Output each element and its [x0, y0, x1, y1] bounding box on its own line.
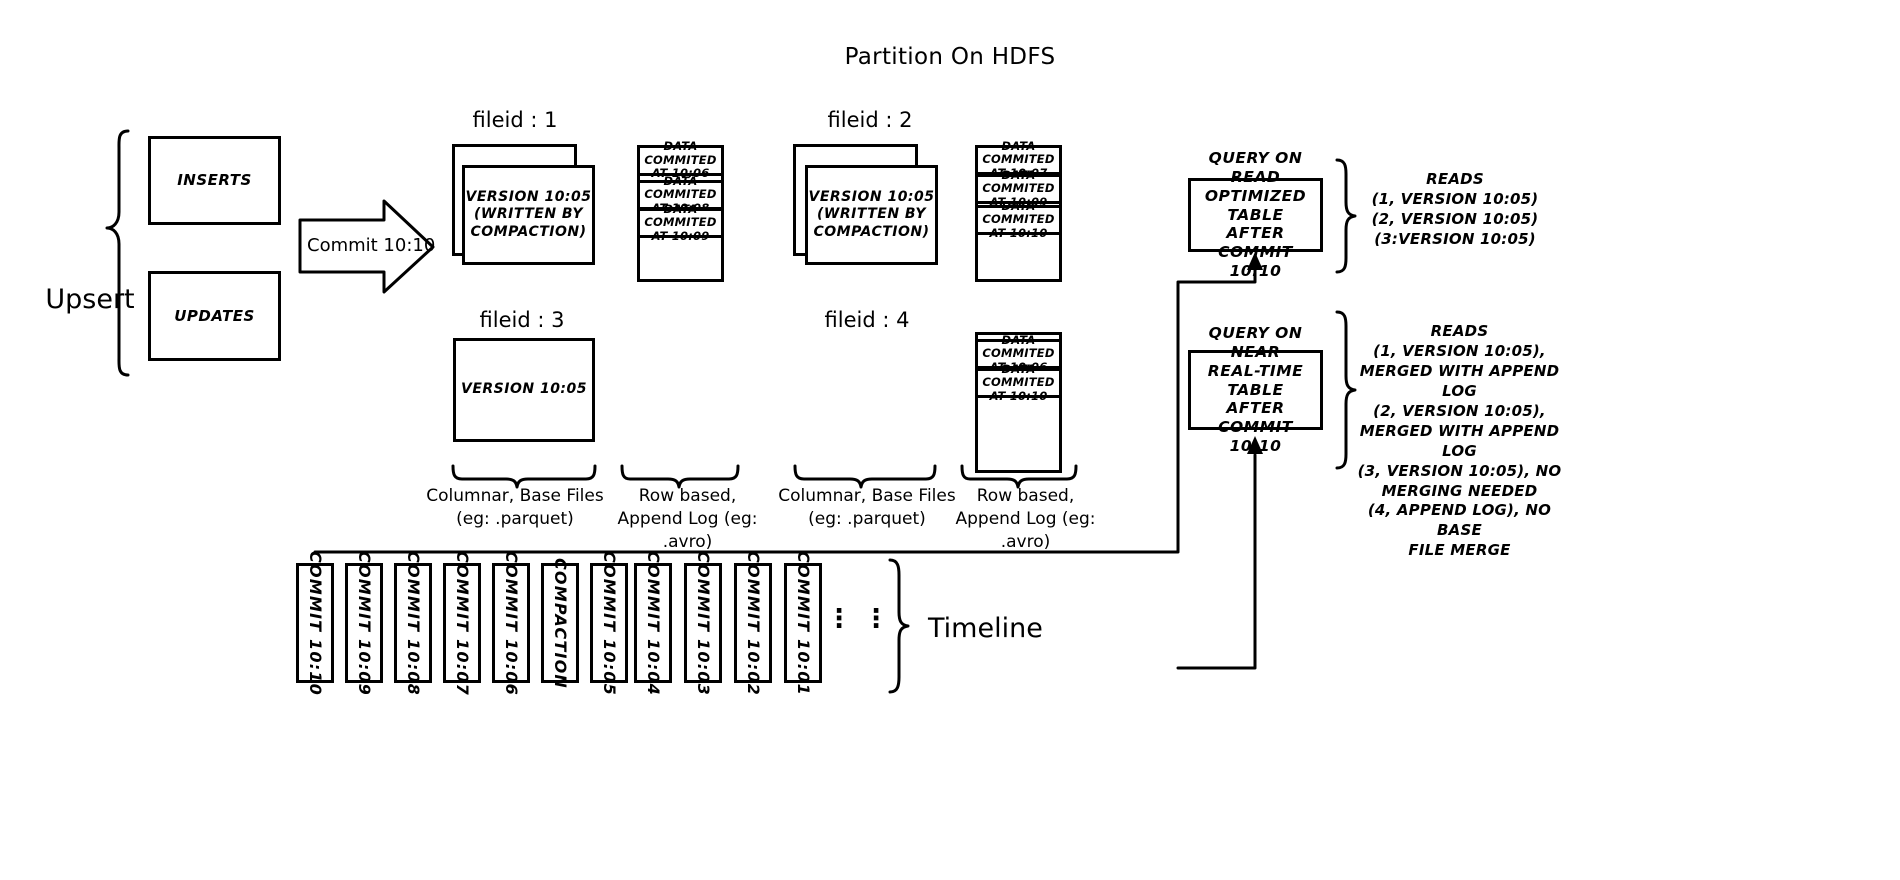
brace-rowlog-left — [620, 464, 740, 489]
connector-timeline-to-near-real-time — [1176, 453, 1257, 670]
timeline-chip-10[interactable]: COMMIT 10:01 — [784, 551, 822, 695]
upsert-label: Upsert — [45, 284, 135, 315]
fileid-3-base-file: VERSION 10:05 — [453, 338, 595, 442]
page-title: Partition On HDFS — [844, 44, 1056, 70]
caption-rowlog-left: Row based, Append Log (eg: .avro) — [617, 486, 758, 552]
fileid-1-label: fileid : 1 — [472, 108, 558, 132]
fileid-1-base-file: VERSION 10:05 (WRITTEN BY COMPACTION) — [462, 165, 595, 265]
brace-reads-read-optimized — [1335, 158, 1357, 274]
reads-read-optimized: READS (1, VERSION 10:05) (2, VERSION 10:… — [1371, 170, 1539, 248]
fileid-1-log-entry-0: DATA COMMITED AT 10:06 — [637, 139, 724, 180]
brace-columnar-left — [451, 464, 597, 489]
inserts-box: INSERTS — [148, 136, 281, 225]
fileid-4-label: fileid : 4 — [824, 308, 910, 332]
query-read-optimized-box[interactable]: QUERY ON READ OPTIMIZED TABLE AFTER COMM… — [1188, 149, 1323, 280]
timeline-chip-8[interactable]: COMMIT 10:03 — [684, 551, 722, 695]
timeline-ellipsis-1: ⋮ — [826, 604, 852, 634]
caption-columnar-right: Columnar, Base Files (eg: .parquet) — [778, 486, 956, 529]
fileid-2-log-entry-1: DATA COMMITED AT 10:09 — [975, 168, 1062, 209]
timeline-chip-3[interactable]: COMMIT 10:07 — [443, 551, 481, 695]
timeline-chip-9[interactable]: COMMIT 10:02 — [734, 551, 772, 695]
fileid-2-base-file-text: VERSION 10:05 (WRITTEN BY COMPACTION) — [808, 189, 935, 240]
fileid-3-base-file-text: VERSION 10:05 — [460, 381, 588, 398]
brace-timeline — [888, 558, 910, 694]
fileid-4-log-entry-1: DATA COMMITED AT 10:10 — [975, 362, 1062, 403]
caption-columnar-left: Columnar, Base Files (eg: .parquet) — [426, 486, 604, 529]
fileid-2-log-entry-2: DATA COMMITED AT 10:10 — [975, 199, 1062, 240]
caption-rowlog-right: Row based, Append Log (eg: .avro) — [955, 486, 1096, 552]
fileid-1-log-entry-2: DATA COMMITED AT 10:09 — [637, 202, 724, 243]
query-near-real-time-box[interactable]: QUERY ON NEAR REAL-TIME TABLE AFTER COMM… — [1188, 324, 1323, 455]
reads-near-real-time: READS (1, VERSION 10:05), MERGED WITH AP… — [1357, 322, 1562, 560]
timeline-chip-5[interactable]: COMPACTION — [541, 557, 579, 689]
fileid-3-label: fileid : 3 — [479, 308, 565, 332]
upsert-brace — [105, 129, 130, 377]
timeline-ellipsis-2: ⋮ — [863, 604, 889, 634]
timeline-chip-2[interactable]: COMMIT 10:08 — [394, 551, 432, 695]
timeline-chip-7[interactable]: COMMIT 10:04 — [634, 551, 672, 695]
timeline-label: Timeline — [928, 613, 1043, 644]
fileid-2-base-file: VERSION 10:05 (WRITTEN BY COMPACTION) — [805, 165, 938, 265]
commit-arrow-label: Commit 10:10 — [307, 235, 436, 256]
inserts-label: INSERTS — [177, 171, 252, 190]
timeline-chip-1[interactable]: COMMIT 10:09 — [345, 551, 383, 695]
updates-box: UPDATES — [148, 271, 281, 361]
timeline-chip-4[interactable]: COMMIT 10:06 — [492, 551, 530, 695]
fileid-1-base-file-text: VERSION 10:05 (WRITTEN BY COMPACTION) — [465, 189, 592, 240]
fileid-2-label: fileid : 2 — [827, 108, 913, 132]
timeline-chip-6[interactable]: COMMIT 10:05 — [590, 551, 628, 695]
brace-columnar-right — [793, 464, 937, 489]
timeline-chip-0[interactable]: COMMIT 10:10 — [296, 551, 334, 695]
updates-label: UPDATES — [174, 306, 255, 325]
